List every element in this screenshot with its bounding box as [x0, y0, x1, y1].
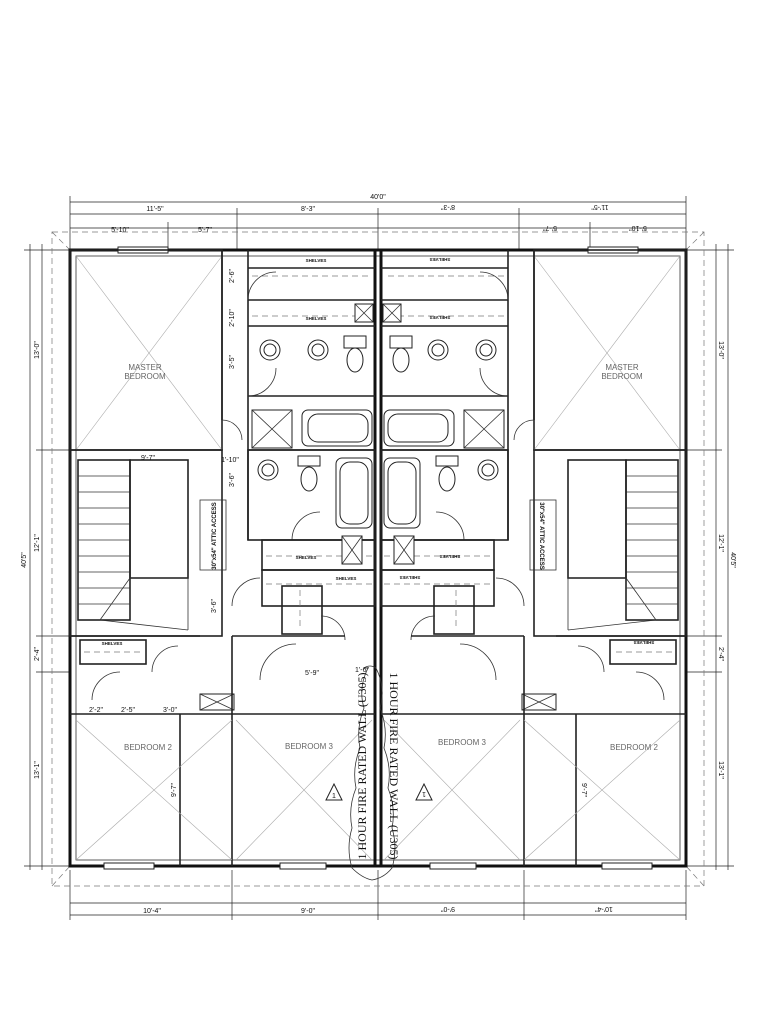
master-bedroom-left-line2: BEDROOM	[124, 372, 166, 381]
closet-dim-c: 3'-5"	[229, 355, 236, 369]
top-dim-4: 11'-5"	[591, 203, 609, 210]
hall-dim-a: 1'-10"	[221, 457, 239, 464]
hall-dim-e: 3'-0"	[163, 707, 177, 714]
right-dim-1: 13'-0"	[717, 341, 724, 359]
overall-width: 40'0"	[370, 194, 386, 201]
left-dim-4: 13'-1"	[34, 761, 41, 779]
bottom-dim-4: 10'-4"	[595, 905, 613, 912]
closet-dim-d: 3'-6"	[229, 473, 236, 487]
top-sub-4: 5'-10"	[629, 224, 647, 231]
shelves-label-1: SHELVES	[306, 258, 327, 263]
top-dimensions: 40'0" 11'-5" 8'-3" 8'-3" 11'-5" 5'-10" 5…	[69, 194, 687, 250]
shelves-label-2: SHELVES	[306, 316, 327, 321]
hall-dim-c: 1'-6"	[355, 667, 369, 674]
bedroom-2-right: BEDROOM 2	[610, 743, 659, 752]
closet-dim-b: 2'-10"	[229, 309, 236, 327]
top-sub-3: 5'-7"	[543, 224, 557, 231]
top-sub-1: 5'-10"	[111, 227, 129, 234]
exterior-walls	[68, 246, 688, 870]
shelves-label-8: SHELVES	[440, 554, 461, 559]
shelf-labels: SHELVES SHELVES SHELVES SHELVES SHELVES …	[102, 257, 655, 646]
hall-dim-d: 2'-5"	[121, 707, 135, 714]
master-bedroom-right-line2: BEDROOM	[601, 372, 643, 381]
right-dim-2: 12'-1"	[717, 534, 724, 552]
bedroom-3-right: BEDROOM 3	[438, 738, 487, 747]
top-dim-2: 8'-3"	[301, 206, 315, 213]
shelves-label-7: SHELVES	[430, 315, 451, 320]
fire-wall-label-right: 1 HOUR FIRE RATED WALL (U305)	[387, 673, 401, 860]
stair-dim: 9'-7"	[141, 455, 155, 462]
shelves-label-10: SHELVES	[634, 640, 655, 645]
attic-access-right: 30"x54" ATTIC ACCESS	[538, 502, 544, 570]
left-unit	[69, 249, 376, 866]
shelves-label-9: SHELVES	[400, 575, 421, 580]
party-wall	[373, 250, 383, 866]
left-dim-1: 13'-0"	[34, 341, 41, 359]
fire-wall-label-left: 1 HOUR FIRE RATED WALL (U305)	[355, 673, 369, 860]
master-bedroom-left-line1: MASTER	[128, 363, 162, 372]
master-bedroom-right-line1: MASTER	[605, 363, 639, 372]
overall-depth-right: 40'5"	[729, 552, 736, 568]
roof-outline	[51, 231, 705, 887]
top-dim-1: 11'-5"	[146, 206, 164, 213]
left-dim-3: 2'-4"	[34, 647, 41, 661]
left-dim-2: 12'-1"	[34, 534, 41, 552]
inner-dimensions: 9'-7" 1'-10" 2'-6" 2'-10" 3'-5" 3'-6" 3'…	[89, 269, 587, 798]
bottom-dim-3: 9'-0"	[441, 905, 455, 912]
right-unit	[380, 249, 687, 866]
bed-dim-right: 9'-7"	[580, 783, 587, 797]
fire-tag-left: 1	[332, 793, 336, 800]
shelves-label-3: SHELVES	[296, 555, 317, 560]
bottom-dimensions: 10'-4" 9'-0" 9'-0" 10'-4"	[69, 870, 687, 920]
top-dim-3: 8'-3"	[441, 203, 455, 210]
closet-dim-e: 3'-6"	[211, 599, 218, 613]
shelves-label-6: SHELVES	[430, 257, 451, 262]
shelves-label-4: SHELVES	[336, 576, 357, 581]
fire-tag-right: 1	[422, 790, 426, 797]
side-dimensions: 40'5" 13'-0" 12'-1" 2'-4" 13'-1" 40'5" 1…	[21, 244, 736, 870]
bedroom-3-left: BEDROOM 3	[285, 742, 334, 751]
fire-wall-callout: 1 HOUR FIRE RATED WALL (U305) 1 HOUR FIR…	[325, 665, 433, 881]
hall-dim-b: 5'-9"	[305, 670, 319, 677]
bottom-dim-1: 10'-4"	[143, 908, 161, 915]
bedroom-2-left: BEDROOM 2	[124, 743, 173, 752]
shelves-label-5: SHELVES	[102, 641, 123, 646]
attic-access-left: 30"x54" ATTIC ACCESS	[212, 502, 218, 570]
hall-dim-f: 2'-2"	[89, 707, 103, 714]
bottom-dim-2: 9'-0"	[301, 908, 315, 915]
room-labels: MASTER BEDROOM MASTER BEDROOM BEDROOM 2 …	[124, 363, 659, 752]
overall-depth-left: 40'5"	[21, 552, 28, 568]
top-sub-2: 5'-7"	[198, 227, 212, 234]
bed-dim-left: 9'-7"	[171, 783, 178, 797]
right-dim-4: 13'-1"	[717, 761, 724, 779]
right-dim-3: 2'-4"	[717, 647, 724, 661]
closet-dim-a: 2'-6"	[229, 269, 236, 283]
